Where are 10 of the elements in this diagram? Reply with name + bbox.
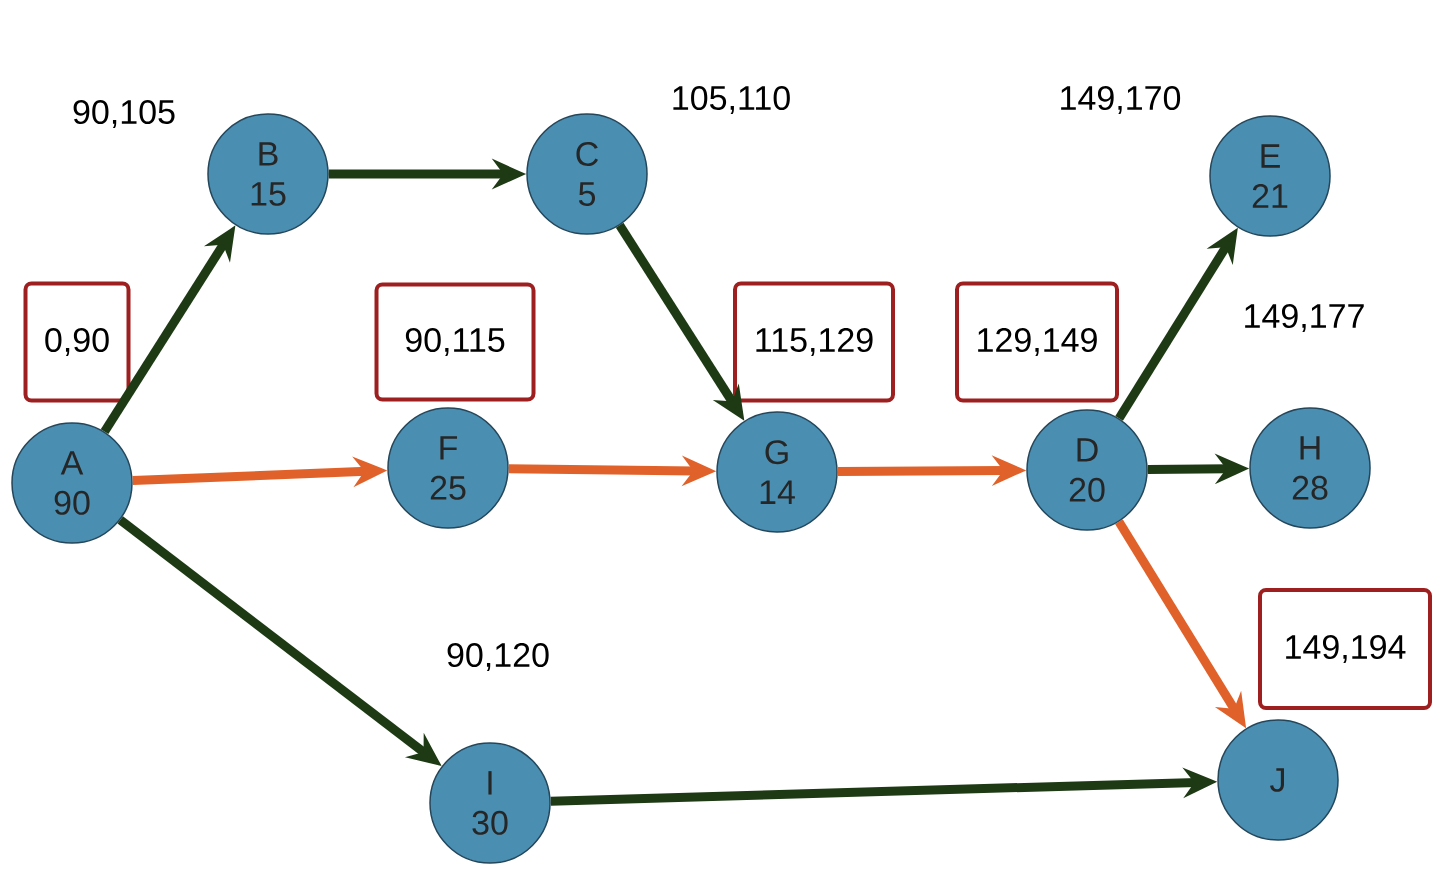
time-label: 149,177: [1245, 303, 1364, 333]
time-label: 149,170: [1061, 85, 1181, 115]
time-label: 105,110: [673, 85, 790, 115]
time-box: 0,90: [23, 281, 131, 403]
time-box: 90,115: [374, 282, 536, 402]
time-box: 149,194: [1258, 588, 1432, 710]
time-box: 115,129: [733, 281, 895, 403]
time-label: 90,105: [73, 99, 175, 129]
time-box: 129,149: [955, 281, 1119, 403]
time-label: 90,120: [447, 642, 549, 672]
